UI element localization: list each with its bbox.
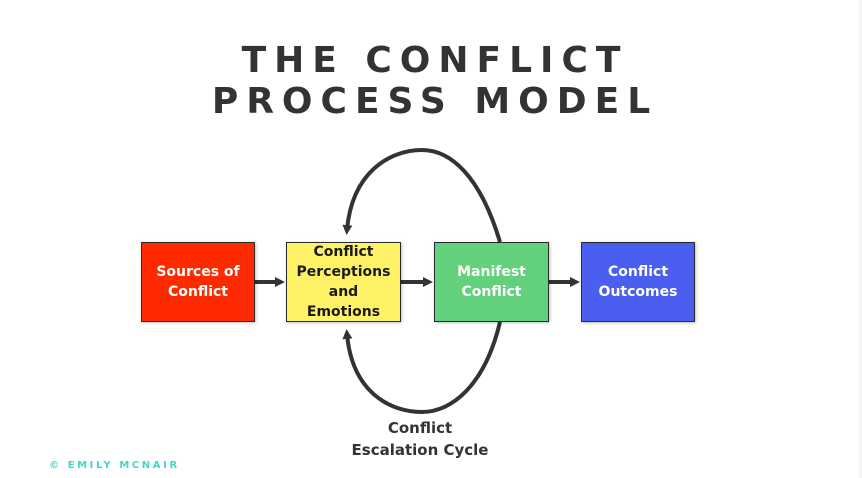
title-line-1: THE CONFLICT <box>241 40 629 81</box>
conflict-perceptions-label: Conflict Perceptions and Emotions <box>296 244 391 320</box>
copyright-notice: © EMILY MCNAIR <box>49 460 180 471</box>
escalation-cycle-label: Conflict Escalation Cycle <box>351 419 489 459</box>
title-line-2: PROCESS MODEL <box>211 81 659 122</box>
page-title: THE CONFLICT PROCESS MODEL <box>0 40 862 122</box>
sources-of-conflict-label: Sources of Conflict <box>156 264 240 300</box>
sources-of-conflict-box: Sources of Conflict <box>141 242 255 322</box>
conflict-outcomes-box: Conflict Outcomes <box>581 242 695 322</box>
escalation-loop-lower-arrow <box>342 321 502 415</box>
manifest-conflict-box: Manifest Conflict <box>434 242 549 322</box>
escalation-loop-upper-arrow <box>342 147 502 243</box>
conflict-outcomes-label: Conflict Outcomes <box>598 264 678 300</box>
slide-edge-shadow <box>856 0 862 478</box>
conflict-perceptions-box: Conflict Perceptions and Emotions <box>286 242 401 322</box>
manifest-conflict-label: Manifest Conflict <box>457 264 526 300</box>
